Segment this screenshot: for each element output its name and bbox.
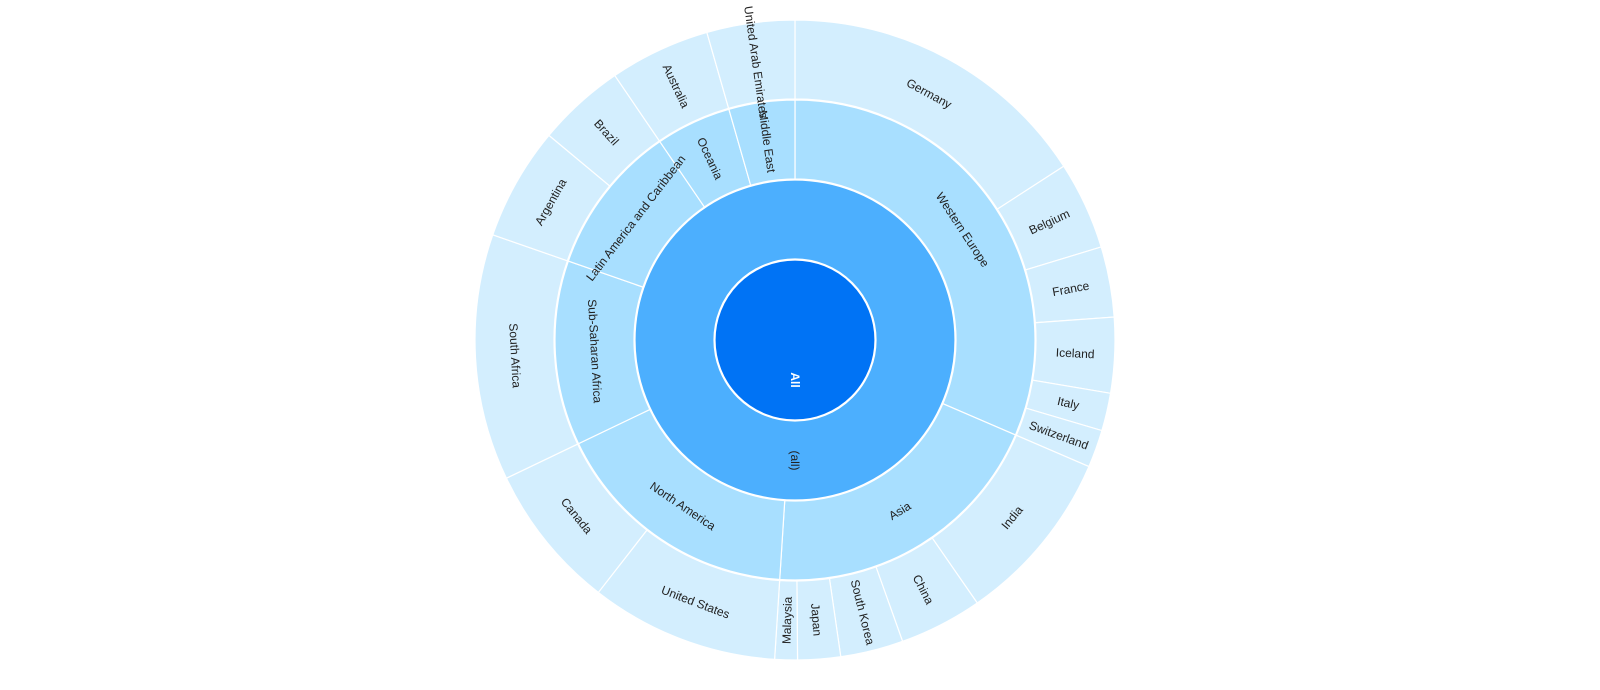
label-iceland: Iceland	[1056, 345, 1095, 361]
label-sub-saharan-africa: Sub-Saharan Africa	[585, 299, 605, 404]
label-south-africa: South Africa	[506, 323, 524, 389]
label-japan: Japan	[808, 603, 824, 637]
label-all: All	[788, 372, 802, 387]
segment-united-arab-emirates[interactable]	[706, 19, 796, 110]
segment-all[interactable]	[634, 179, 956, 501]
segment-all[interactable]	[714, 259, 876, 421]
label-all: (all)	[788, 451, 802, 471]
label-italy: Italy	[1056, 394, 1081, 413]
label-malaysia: Malaysia	[780, 596, 795, 644]
label-france: France	[1051, 278, 1091, 299]
segment-western-europe[interactable]	[794, 99, 1036, 436]
segments-layer	[474, 19, 1116, 661]
segment-middle-east[interactable]	[728, 99, 796, 186]
